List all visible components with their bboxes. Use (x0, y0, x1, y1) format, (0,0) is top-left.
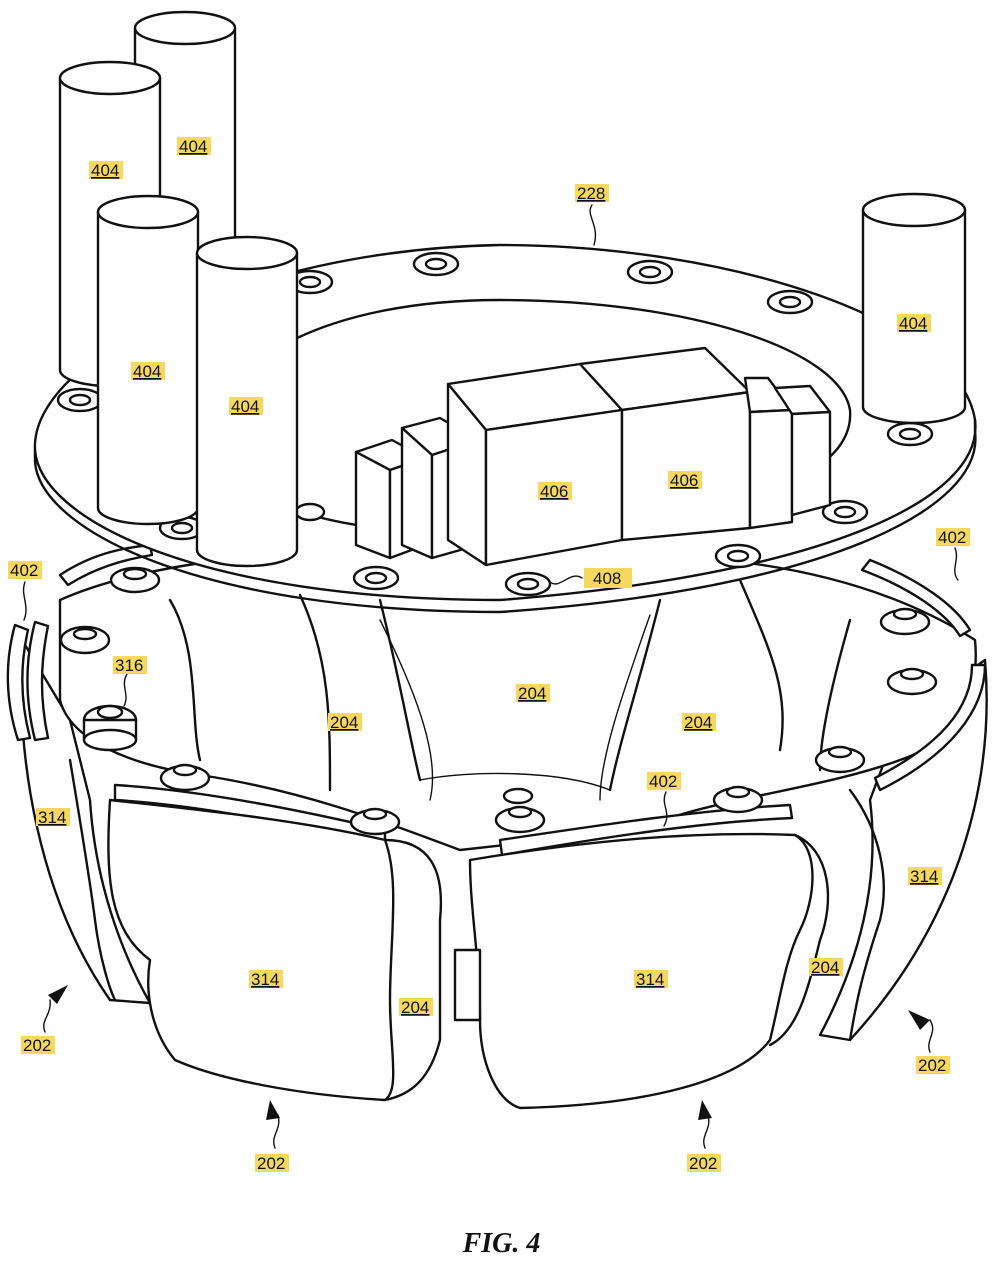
svg-text:204: 204 (811, 958, 839, 977)
svg-text:316: 316 (115, 656, 143, 675)
label-202: 202 (916, 1056, 950, 1075)
svg-text:228: 228 (577, 184, 605, 203)
label-202: 202 (255, 1154, 289, 1173)
washer-408 (506, 573, 550, 595)
label-202: 202 (21, 1036, 55, 1055)
svg-text:406: 406 (540, 482, 568, 501)
washer (768, 291, 812, 313)
label-316: 316 (113, 656, 147, 675)
arrow-202-left (48, 985, 68, 1004)
label-402: 402 (647, 772, 681, 791)
arrow-202-front-right (698, 1100, 712, 1120)
svg-text:202: 202 (257, 1154, 285, 1173)
washer (414, 253, 458, 275)
box-406-left (448, 364, 622, 565)
label-314: 314 (249, 970, 283, 989)
washer (354, 567, 398, 589)
label-406: 406 (538, 482, 572, 501)
lower-assembly (8, 545, 987, 1108)
svg-text:204: 204 (401, 998, 429, 1017)
label-404: 404 (229, 397, 263, 416)
svg-text:406: 406 (670, 471, 698, 490)
svg-text:402: 402 (10, 561, 38, 580)
patent-drawing: 228 404 404 404 404 404 406 406 408 402 … (0, 0, 1003, 1220)
svg-text:404: 404 (179, 137, 207, 156)
svg-text:404: 404 (899, 314, 927, 333)
fastener-316 (84, 706, 136, 750)
label-314: 314 (634, 970, 668, 989)
washer (58, 389, 102, 411)
cylinder-right (863, 194, 965, 423)
arrow-202-right (908, 1010, 930, 1030)
label-404: 404 (897, 314, 931, 333)
label-204: 204 (516, 684, 550, 703)
label-202: 202 (687, 1154, 721, 1173)
svg-text:402: 402 (649, 772, 677, 791)
label-404: 404 (89, 161, 123, 180)
svg-text:404: 404 (91, 161, 119, 180)
svg-text:204: 204 (330, 713, 358, 732)
svg-text:204: 204 (518, 684, 546, 703)
washer (628, 261, 672, 283)
svg-text:314: 314 (38, 808, 66, 827)
svg-text:408: 408 (593, 569, 621, 588)
svg-text:202: 202 (689, 1154, 717, 1173)
label-228: 228 (575, 184, 609, 203)
label-204: 204 (809, 958, 843, 977)
svg-text:404: 404 (133, 362, 161, 381)
label-314: 314 (36, 808, 70, 827)
svg-text:314: 314 (910, 867, 938, 886)
washer (888, 423, 932, 445)
washer (296, 504, 324, 520)
svg-text:202: 202 (918, 1056, 946, 1075)
label-406: 406 (668, 471, 702, 490)
panel-front-left (108, 800, 393, 1100)
svg-text:204: 204 (684, 713, 712, 732)
svg-text:202: 202 (23, 1036, 51, 1055)
label-204: 204 (328, 713, 362, 732)
svg-text:314: 314 (636, 970, 664, 989)
svg-text:402: 402 (938, 528, 966, 547)
label-408: 408 (584, 568, 632, 588)
label-404: 404 (177, 137, 211, 156)
center-post (455, 950, 480, 1020)
washer (716, 545, 760, 567)
arrow-202-front-left (266, 1100, 280, 1120)
cylinder-front-left (98, 196, 198, 524)
label-204: 204 (399, 998, 433, 1017)
upper-plate-group (35, 12, 976, 612)
svg-text:314: 314 (251, 970, 279, 989)
figure-caption: FIG. 4 (0, 1228, 1003, 1260)
label-404: 404 (131, 362, 165, 381)
label-402: 402 (936, 528, 970, 547)
label-402: 402 (8, 561, 42, 580)
label-314: 314 (908, 867, 942, 886)
label-204: 204 (682, 713, 716, 732)
svg-text:404: 404 (231, 397, 259, 416)
